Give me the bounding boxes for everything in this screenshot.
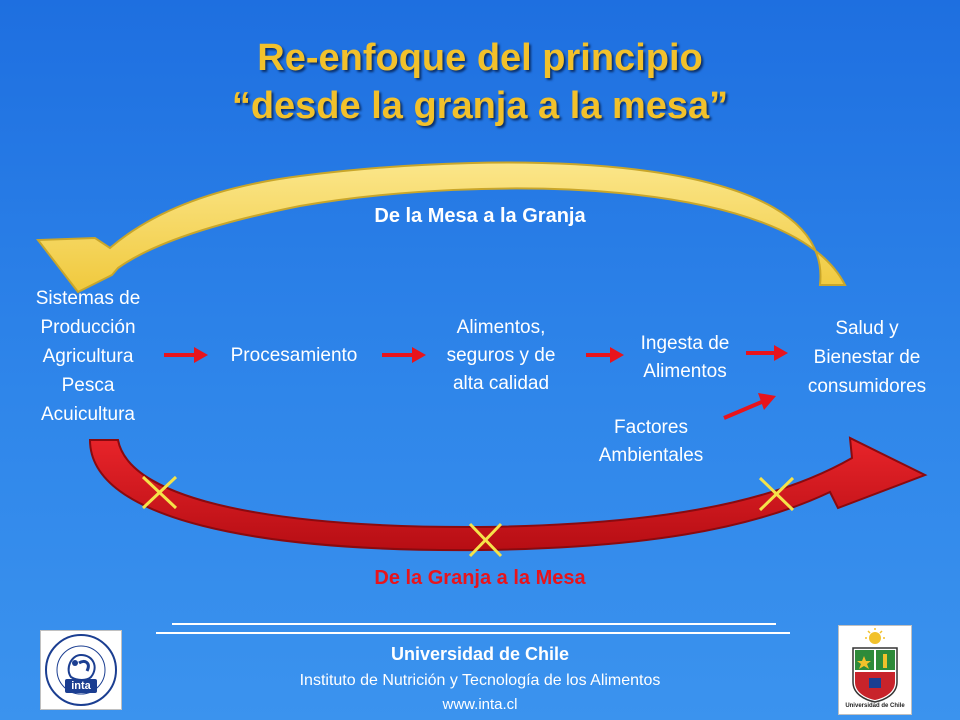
universidad-de-chile-logo: Universidad de Chile — [838, 625, 912, 715]
node-factores-ambientales: Factores Ambientales — [598, 417, 704, 466]
uchile-shield-graphic — [852, 628, 898, 703]
cross-mark-center — [468, 522, 503, 558]
top-curved-arrow — [36, 161, 847, 294]
bottom-curved-arrow — [88, 436, 928, 552]
arrow-factores-to-salud — [723, 393, 776, 420]
node-alimentos-seguros: Alimentos, seguros y de alta calidad — [446, 317, 556, 394]
page-title-line-1: Re-enfoque del principio — [257, 37, 703, 79]
footer-institute: Instituto de Nutrición y Tecnología de l… — [299, 672, 661, 689]
cross-mark-right — [758, 476, 795, 512]
footer-divider — [156, 623, 790, 634]
inta-logo-graphic — [45, 634, 117, 706]
cross-mark-left — [141, 475, 178, 510]
node-sistemas-de-produccion: Sistemas de Producción Agricultura Pesca… — [35, 288, 141, 425]
footer-website: www.inta.cl — [442, 696, 518, 713]
footer-university: Universidad de Chile — [390, 644, 570, 664]
arrow-alimentos-to-ingesta — [586, 347, 624, 363]
inta-logo-text: inta — [71, 680, 91, 692]
arrow-ingesta-to-salud — [746, 345, 788, 361]
top-arc-label: De la Mesa a la Granja — [374, 205, 586, 227]
node-ingesta-de-alimentos: Ingesta de Alimentos — [640, 333, 730, 382]
inta-logo: inta — [40, 630, 122, 710]
uchile-logo-caption: Universidad de Chile — [845, 703, 905, 709]
arrow-sistemas-to-procesamiento — [164, 347, 208, 363]
page-title-line-2: “desde la granja a la mesa” — [231, 85, 729, 127]
arrow-procesamiento-to-alimentos — [382, 347, 426, 363]
node-salud-y-bienestar: Salud y Bienestar de consumidores — [807, 318, 927, 397]
node-procesamiento: Procesamiento — [230, 345, 358, 366]
bottom-arc-label: De la Granja a la Mesa — [374, 567, 586, 589]
